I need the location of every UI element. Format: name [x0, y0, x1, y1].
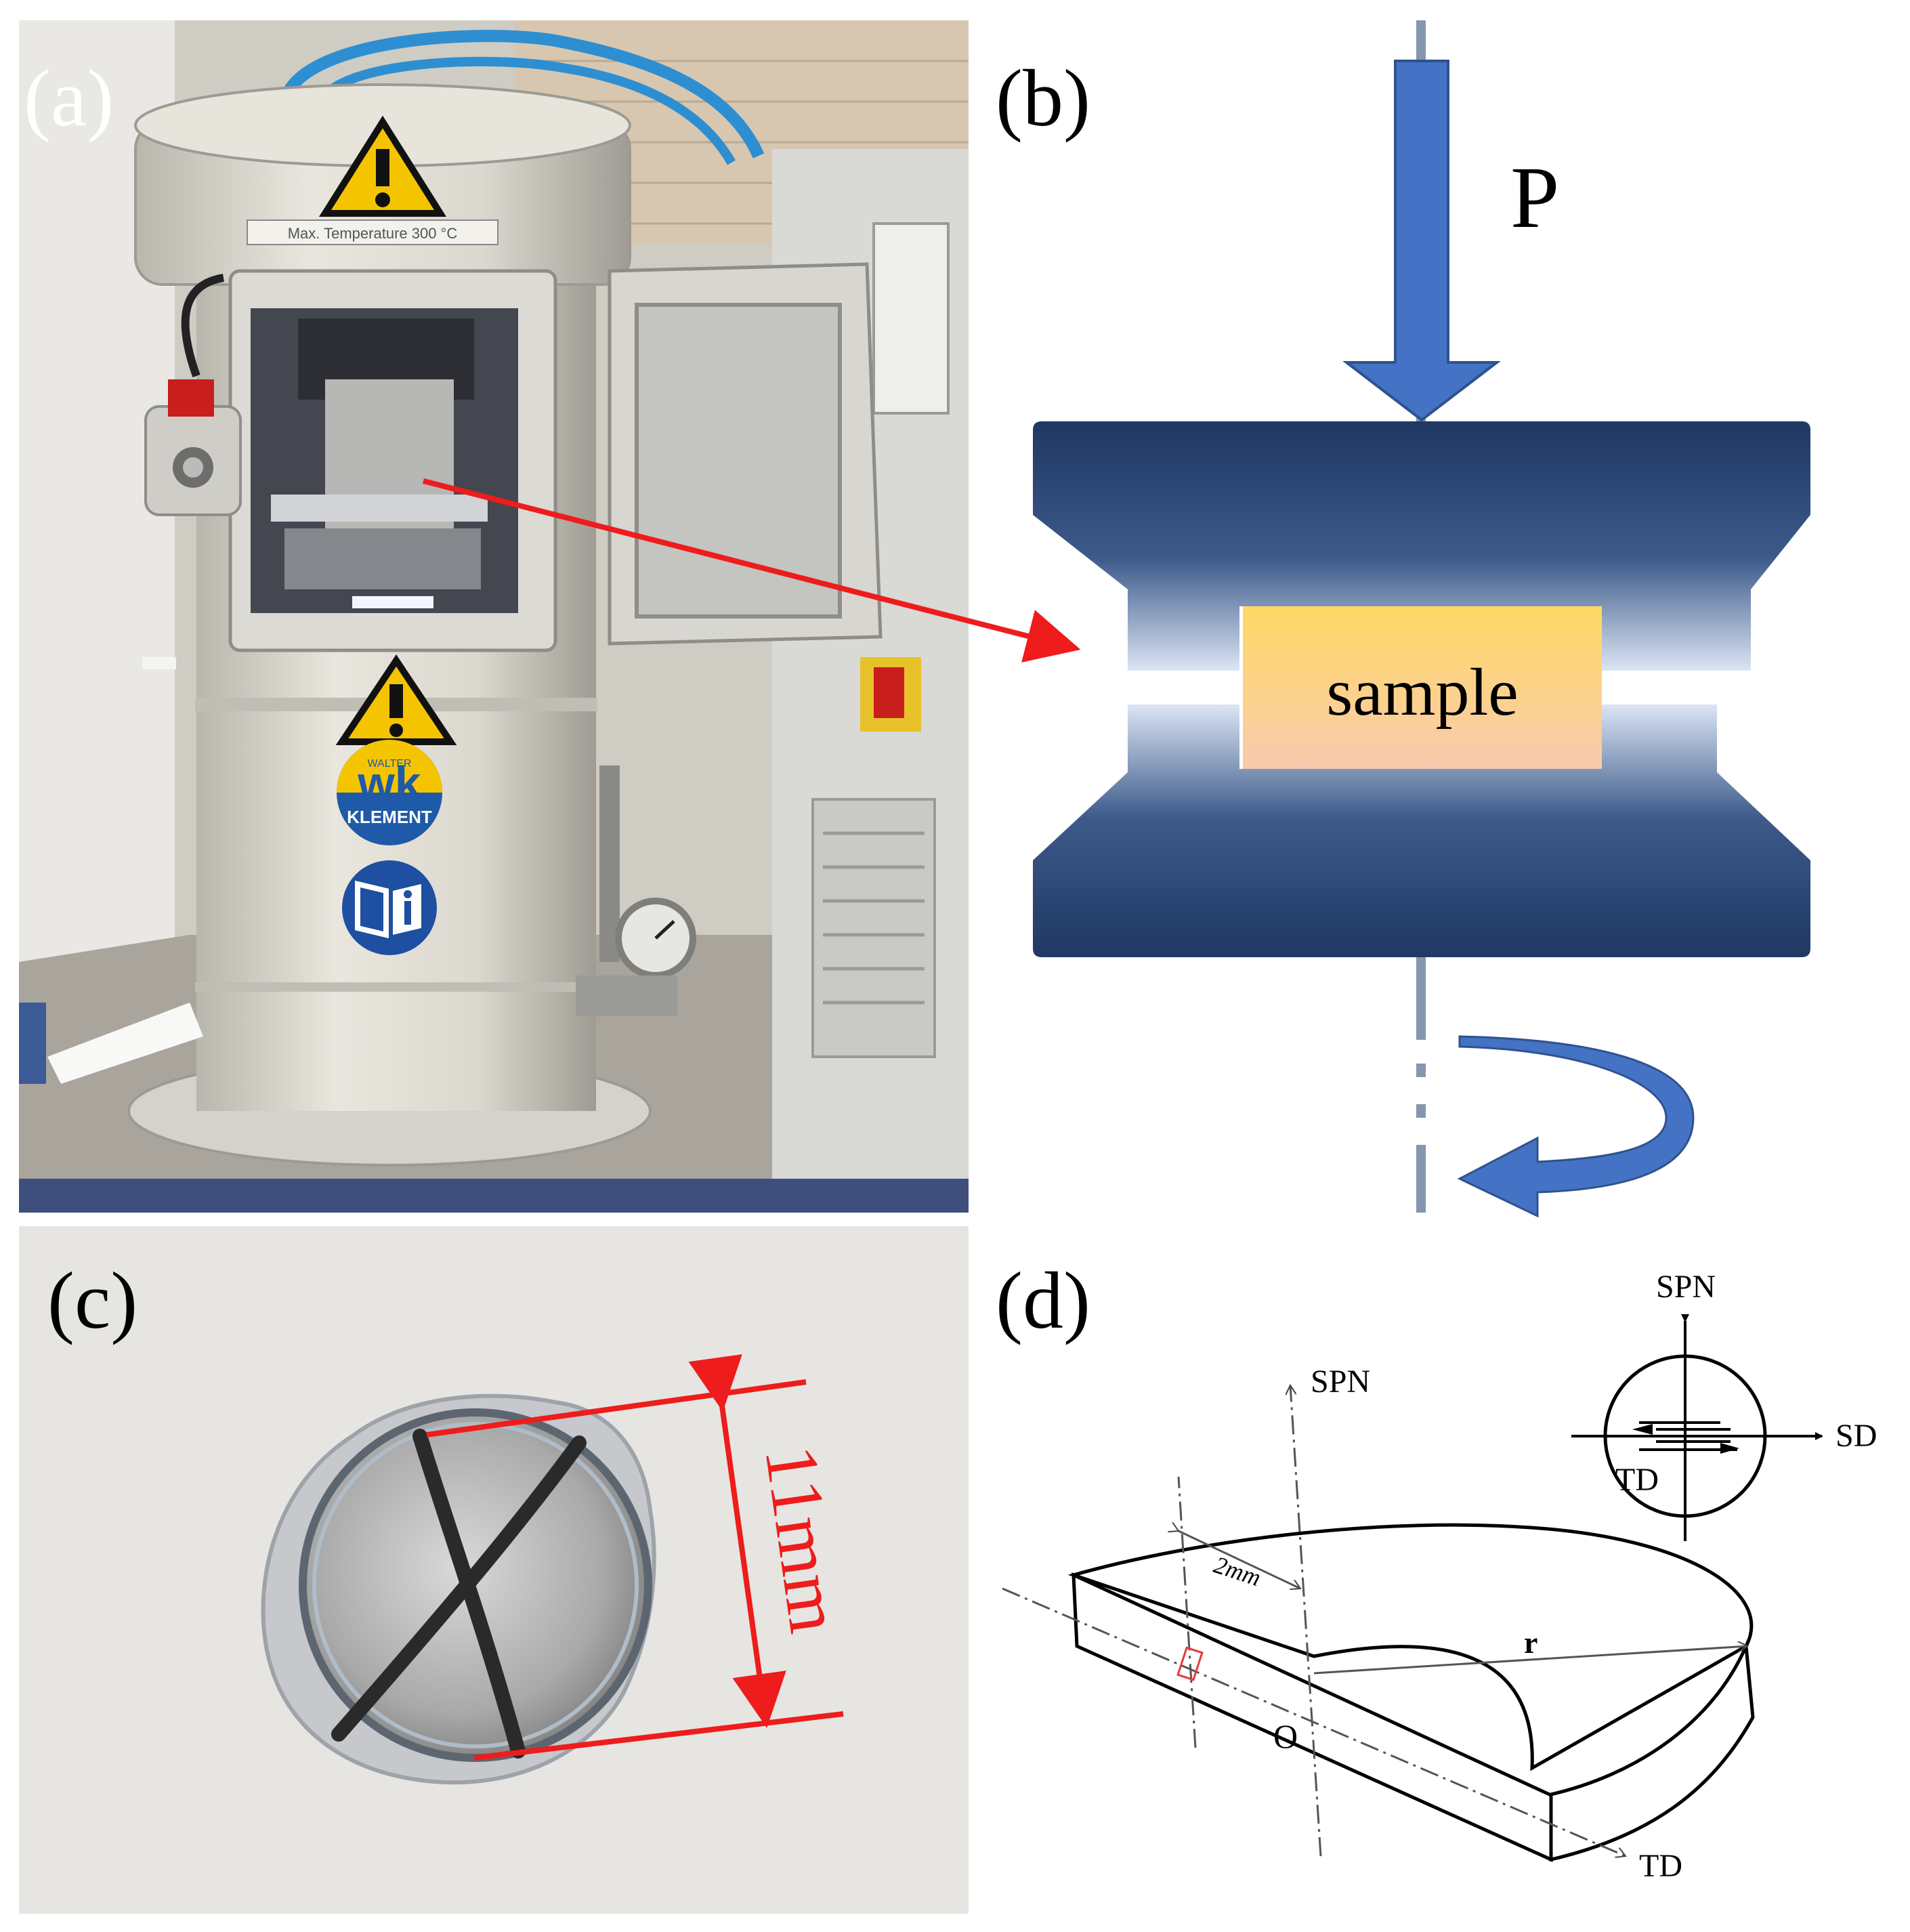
upper-anvil: [1033, 421, 1810, 671]
dimension-arrow: [688, 1354, 786, 1728]
table-edge: [19, 1179, 969, 1213]
panel-label-b: (b): [996, 53, 1090, 143]
klement-logo: wk WALTER KLEMENT: [337, 740, 442, 845]
measurement-point: [1176, 1646, 1204, 1681]
panel-c: 11mm: [19, 1226, 969, 1914]
axis-label-sd: SD: [1835, 1418, 1877, 1454]
panel-label-a: (a): [24, 53, 114, 143]
pressure-gauge: [576, 765, 696, 1016]
load-label: P: [1510, 149, 1559, 247]
radius-label: r: [1524, 1625, 1537, 1660]
axis-label-td-disc: TD: [1639, 1848, 1682, 1884]
origin-label: O: [1273, 1717, 1298, 1755]
sample-label: sample: [1326, 654, 1518, 730]
radius-line: [1313, 1646, 1747, 1675]
svg-text:wk: wk: [357, 757, 421, 810]
svg-text:WALTER: WALTER: [368, 758, 412, 770]
axis-label-td-circle: TD: [1615, 1462, 1659, 1498]
panel-label-d: (d): [996, 1255, 1090, 1345]
load-arrow: [1342, 60, 1501, 422]
td-axis-disc: [1002, 1587, 1626, 1856]
offset-axis: [1177, 1476, 1197, 1748]
blue-hoses: [278, 30, 765, 159]
spn-axis-disc: [1290, 1385, 1322, 1857]
svg-text:KLEMENT: KLEMENT: [347, 807, 432, 827]
axis-label-spn-top: SPN: [1656, 1269, 1716, 1305]
axis-label-spn-disc: SPN: [1311, 1364, 1370, 1400]
offset-dimension: [1179, 1531, 1300, 1589]
panel-d: SPN SD TD r SPN TD 2mm O: [1002, 1269, 1877, 1884]
sample: [1243, 606, 1602, 769]
warning-sign-top: [318, 115, 447, 217]
link-arrow: [423, 478, 1081, 663]
rotation-arrow: [1457, 1035, 1695, 1218]
coordinate-system: [1571, 1314, 1823, 1541]
temperature-plate: Max. Temperature 300 °C: [288, 225, 458, 242]
panel-a: Max. Temperature 300 °C wk WALTER KLEMEN…: [19, 20, 969, 1213]
panel-b: P sample: [1033, 20, 1810, 1218]
panel-label-c: (c): [47, 1255, 137, 1345]
lower-anvil: [1033, 705, 1810, 957]
manual-icon: [342, 860, 437, 955]
